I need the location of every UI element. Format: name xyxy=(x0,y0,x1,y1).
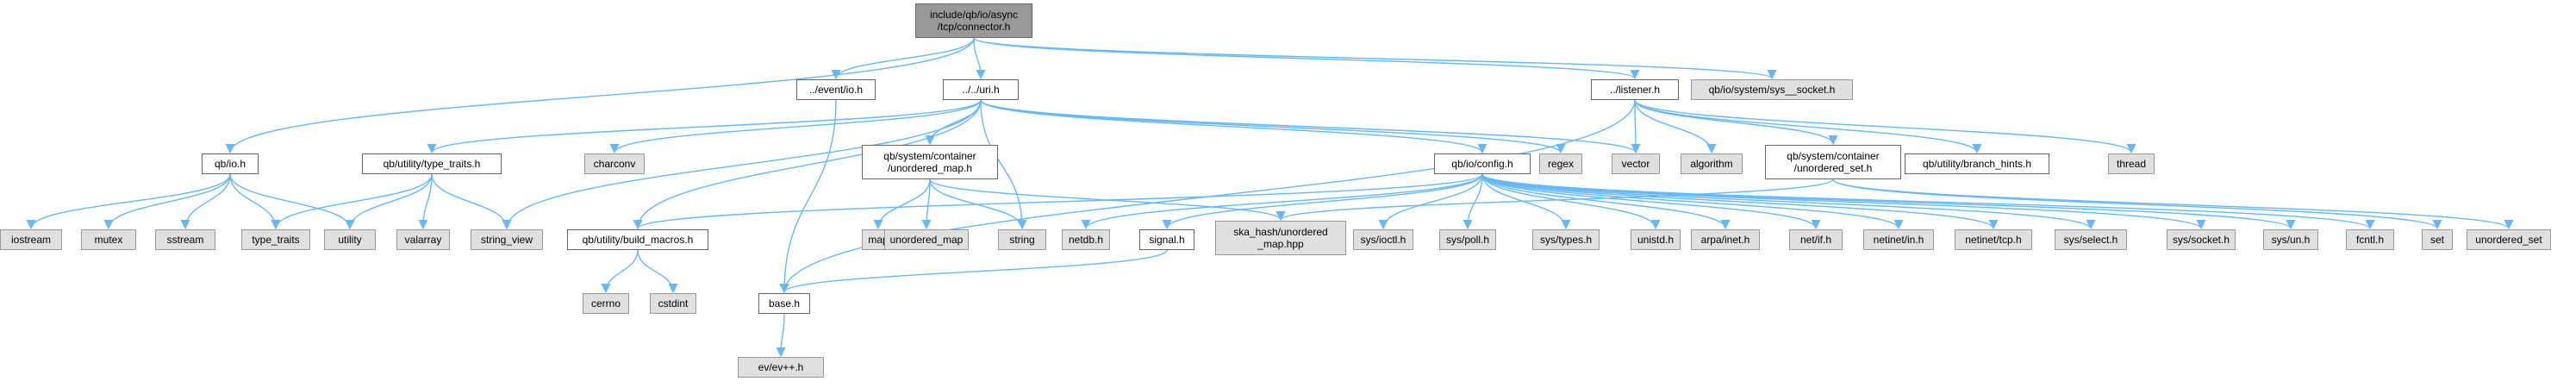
node-uri-h[interactable]: ../../uri.h xyxy=(943,79,1019,100)
edge-config-to-fcntl xyxy=(1481,173,2375,230)
edge-uri-to-charconv xyxy=(609,99,982,154)
edge-type_traits_h-to-string_view xyxy=(431,173,512,230)
edge-signal-to-base xyxy=(779,249,1168,294)
edge-listener-to-algorithm xyxy=(1634,99,1717,154)
node-fcntl-h: fcntl.h xyxy=(2346,229,2394,250)
node-thread: thread xyxy=(2108,153,2155,174)
node-sys-socket-h: qb/io/system/sys__socket.h xyxy=(1691,79,1853,100)
node-unordered-map-h[interactable]: qb/system/container /unordered_map.h xyxy=(862,145,998,179)
node-regex: regex xyxy=(1539,153,1582,174)
node-valarray: valarray xyxy=(396,229,450,250)
edge-qb_io-to-utility xyxy=(229,173,355,230)
edge-config-to-unistd xyxy=(1481,173,1661,230)
node-ev-h: ev/ev++.h xyxy=(738,357,824,378)
edge-listener-to-branch_hints xyxy=(1634,99,1982,154)
node-arpa-inet-h: arpa/inet.h xyxy=(1691,229,1760,250)
node-utility: utility xyxy=(324,229,376,250)
edge-uri-to-vector xyxy=(980,99,1641,154)
edge-event_io-to-base xyxy=(779,99,837,294)
node-vector: vector xyxy=(1612,153,1660,174)
node-ska-hash-unordered-map-hpp: ska_hash/unordered _map.hpp xyxy=(1215,221,1346,255)
edge-listener-to-vector xyxy=(1631,99,1641,154)
node-cerrno: cerrno xyxy=(583,293,629,314)
edge-root-to-event_io xyxy=(831,37,975,80)
node-config-h[interactable]: qb/io/config.h xyxy=(1434,153,1531,174)
node-unordered-map: unordered_map xyxy=(884,229,969,250)
edge-uri-to-build_macros xyxy=(633,99,982,230)
edge-qb_io-to-iostream xyxy=(26,173,231,230)
node-unordered-set: unordered_set xyxy=(2467,229,2551,250)
node-sys-un-h: sys/un.h xyxy=(2263,229,2318,250)
node-sstream: sstream xyxy=(155,229,215,250)
node-sys-poll-h: sys/poll.h xyxy=(1439,229,1496,250)
edge-root-to-sys_socket xyxy=(973,37,1777,80)
node-sys-ioctl-h: sys/ioctl.h xyxy=(1353,229,1413,250)
node-sys-select-h: sys/select.h xyxy=(2055,229,2127,250)
node-listener-h[interactable]: ../listener.h xyxy=(1591,79,1679,100)
edge-root-to-uri xyxy=(973,37,986,80)
node-qb-io-h[interactable]: qb/io.h xyxy=(202,153,259,174)
edge-layer xyxy=(26,37,2514,358)
edge-listener-to-thread xyxy=(1634,99,2136,154)
edge-type_traits_h-to-type_traits xyxy=(271,173,433,230)
node-base-h[interactable]: base.h xyxy=(758,293,810,314)
edge-config-to-netinet_in xyxy=(1481,173,1904,230)
node-type-traits-h[interactable]: qb/utility/type_traits.h xyxy=(362,153,502,174)
edge-uri-to-type_traits_h xyxy=(427,99,982,154)
edge-config-to-sys_socket_h xyxy=(1481,173,2206,230)
edge-unordered_set_h-to-set xyxy=(1832,178,2442,230)
edge-qb_io-to-sstream xyxy=(180,173,231,230)
node-string-view: string_view xyxy=(471,229,543,250)
node-netinet-in-h: netinet/in.h xyxy=(1863,229,1934,250)
node-iostream: iostream xyxy=(0,229,62,250)
edge-type_traits_h-to-utility xyxy=(345,173,433,230)
node-signal-h[interactable]: signal.h xyxy=(1139,229,1194,250)
node-set: set xyxy=(2422,229,2453,250)
edge-config-to-netdb xyxy=(1081,173,1483,230)
edge-config-to-sys_types xyxy=(1481,173,1571,230)
node-sys-types-h: sys/types.h xyxy=(1532,229,1600,250)
node-charconv: charconv xyxy=(584,153,645,174)
edge-root-to-qb_io xyxy=(225,37,975,154)
edge-config-to-arpa_inet xyxy=(1481,173,1731,230)
edge-config-to-net_if xyxy=(1481,173,1821,230)
edge-build_macros-to-cerrno xyxy=(601,249,639,294)
node-branch-hints-h[interactable]: qb/utility/branch_hints.h xyxy=(1905,153,2049,174)
node-build-macros-h[interactable]: qb/utility/build_macros.h xyxy=(567,229,708,250)
edge-config-to-sys_select xyxy=(1481,173,2096,230)
edge-root-to-listener xyxy=(973,37,1640,80)
node-unordered-set-h[interactable]: qb/system/container /unordered_set.h xyxy=(1765,145,1901,179)
edge-uri-to-config xyxy=(980,99,1488,154)
node-netdb-h: netdb.h xyxy=(1062,229,1110,250)
node-unistd-h: unistd.h xyxy=(1631,229,1681,250)
node-net-if-h: net/if.h xyxy=(1789,229,1843,250)
node-algorithm: algorithm xyxy=(1681,153,1743,174)
node-cstdint: cstdint xyxy=(650,293,696,314)
edge-uri-to-regex xyxy=(980,99,1566,154)
node-mutex: mutex xyxy=(81,229,136,250)
edge-config-to-signal xyxy=(1162,173,1483,230)
node-netinet-tcp-h: netinet/tcp.h xyxy=(1955,229,2032,250)
edge-config-to-build_macros xyxy=(633,173,1483,230)
edge-build_macros-to-cstdint xyxy=(637,249,678,294)
node-string: string xyxy=(998,229,1046,250)
edge-config-to-sys_poll xyxy=(1463,173,1483,230)
edge-config-to-sys_ioctl xyxy=(1378,173,1483,230)
node-sys-socket-system-h: sys/socket.h xyxy=(2167,229,2236,250)
edge-unordered_map_h-to-map xyxy=(873,178,931,230)
edge-unordered_map_h-to-unordered_map xyxy=(921,178,932,230)
edge-base-to-ev xyxy=(776,313,786,358)
node-type-traits: type_traits xyxy=(241,229,310,250)
edge-qb_io-to-type_traits xyxy=(229,173,281,230)
edge-uri-to-string xyxy=(980,99,1027,230)
node-event-io-h[interactable]: ../event/io.h xyxy=(796,79,876,100)
edge-unordered_set_h-to-unordered_set xyxy=(1832,178,2514,230)
edge-qb_io-to-mutex xyxy=(103,173,231,230)
edge-config-to-netinet_tcp xyxy=(1481,173,1999,230)
node-root-connector-h: include/qb/io/async /tcp/connector.h xyxy=(915,3,1032,38)
edge-type_traits_h-to-valarray xyxy=(418,173,433,230)
edge-uri-to-string_view xyxy=(502,99,982,230)
